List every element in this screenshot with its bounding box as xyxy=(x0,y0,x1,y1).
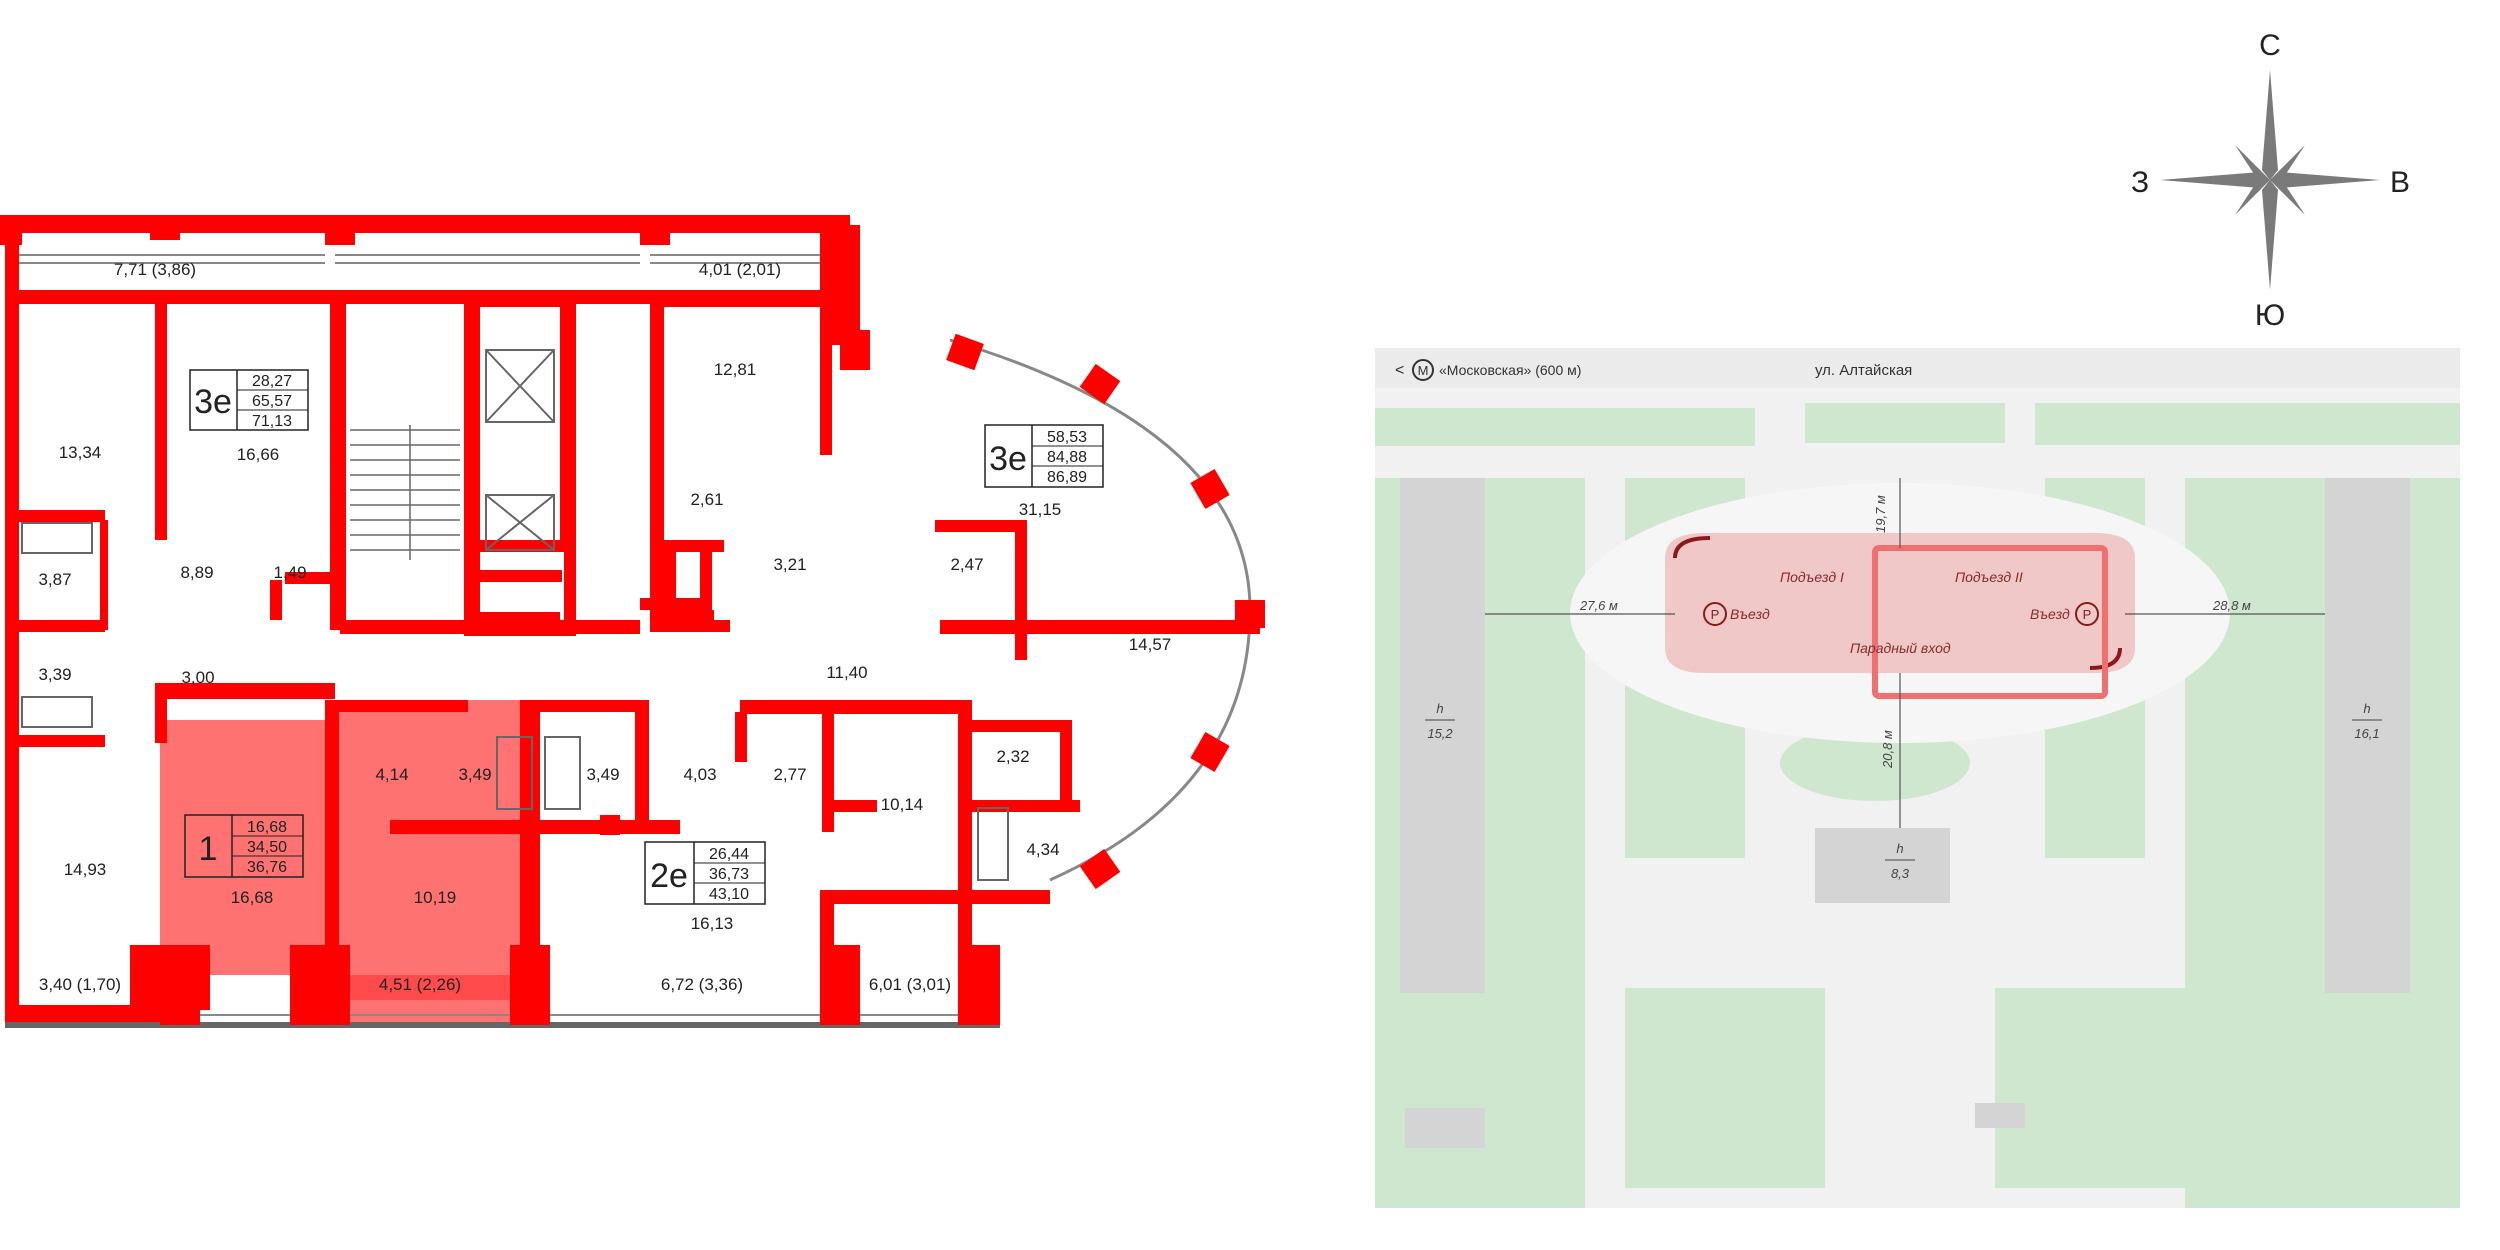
room-label: 2,61 xyxy=(690,490,723,509)
building-highlight xyxy=(1872,545,2108,699)
unit-area-total-balcony: 71,13 xyxy=(252,413,292,430)
unit-type: 1 xyxy=(199,830,218,868)
unit-type: 3е xyxy=(194,383,232,421)
unit-area-living: 16,68 xyxy=(247,819,287,836)
unit-box-3e-left[interactable]: 3е 28,27 65,57 71,13 xyxy=(189,369,309,431)
metro-distance: «Московская» (600 м) xyxy=(1439,362,1581,378)
room-label: 16,68 xyxy=(231,888,274,907)
room-label: 2,32 xyxy=(996,747,1029,766)
svg-text:M: M xyxy=(1418,363,1429,378)
distance-label: 19,7 м xyxy=(1873,495,1888,533)
svg-text:P: P xyxy=(1711,607,1720,622)
unit-box-3e-right[interactable]: 3е 58,53 84,88 86,89 xyxy=(984,424,1104,488)
neighbor-buildings xyxy=(1400,478,2410,1148)
compass-star-icon xyxy=(2160,70,2380,290)
site-plan: < M «Московская» (600 м) ул. Алтайская П… xyxy=(1375,348,2460,1208)
svg-text:P: P xyxy=(2083,607,2092,622)
room-label: 4,03 xyxy=(683,765,716,784)
room-label: 13,34 xyxy=(59,443,102,462)
room-label: 3,87 xyxy=(38,570,71,589)
room-label: 4,34 xyxy=(1026,840,1059,859)
room-label: 2,77 xyxy=(773,765,806,784)
room-label: 6,01 (3,01) xyxy=(869,975,951,994)
unit-area-total-balcony: 43,10 xyxy=(709,886,749,903)
entry-label: Въезд xyxy=(2030,606,2070,622)
room-label: 3,00 xyxy=(181,668,214,687)
unit-box-2e[interactable]: 2е 26,44 36,73 43,10 xyxy=(644,841,766,905)
distance-label: 27,6 м xyxy=(1579,598,1618,613)
room-label: 3,40 (1,70) xyxy=(39,975,121,994)
compass-west: З xyxy=(2131,166,2149,199)
room-label: 6,72 (3,36) xyxy=(661,975,743,994)
entrance-label: Подъезд I xyxy=(1780,569,1844,585)
walls xyxy=(0,215,1265,1028)
room-label: 14,57 xyxy=(1129,635,1172,654)
room-label: 12,81 xyxy=(714,360,757,379)
back-button[interactable]: < xyxy=(1395,362,1404,379)
compass-rose: С Ю З В xyxy=(2131,29,2410,330)
height-h: h xyxy=(1436,701,1443,716)
street-bar xyxy=(1375,348,2460,388)
parking-icon: P xyxy=(2075,602,2099,626)
room-label: 4,14 xyxy=(375,765,408,784)
street-name: ул. Алтайская xyxy=(1815,362,1912,379)
room-label: 4,01 (2,01) xyxy=(699,260,781,279)
room-label: 8,89 xyxy=(180,563,213,582)
room-label: 2,47 xyxy=(950,555,983,574)
unit-area-total-balcony: 36,76 xyxy=(247,859,287,876)
room-label: 16,66 xyxy=(237,445,280,464)
room-label: 10,14 xyxy=(881,795,924,814)
room-label: 11,40 xyxy=(826,663,867,682)
unit-type: 3е xyxy=(989,440,1027,478)
parking-icon: P xyxy=(1703,602,1727,626)
unit-area-living: 28,27 xyxy=(252,373,292,390)
distance-label: 20,8 м xyxy=(1880,730,1895,769)
main-entrance-label: Парадный вход xyxy=(1850,640,1951,656)
room-label: 31,15 xyxy=(1019,500,1062,519)
dimension-lines xyxy=(1485,478,2325,828)
room-label: 16,13 xyxy=(691,914,734,933)
room-label: 3,49 xyxy=(458,765,491,784)
room-label: 10,19 xyxy=(414,888,457,907)
unit-area-total-balcony: 86,89 xyxy=(1047,469,1087,486)
unit-area-total: 34,50 xyxy=(247,839,287,856)
room-label: 14,93 xyxy=(64,860,107,879)
room-label: 1,49 xyxy=(273,563,306,582)
metro-icon: M xyxy=(1412,359,1434,381)
height-h: h xyxy=(2363,701,2370,716)
compass-east: В xyxy=(2390,166,2410,199)
entry-label: Въезд xyxy=(1730,606,1770,622)
height-value: 16,1 xyxy=(2354,726,2379,741)
room-label: 3,39 xyxy=(38,665,71,684)
entrance-label: Подъезд II xyxy=(1955,569,2023,585)
room-label: 7,71 (3,86) xyxy=(114,260,196,279)
unit-area-living: 58,53 xyxy=(1047,429,1087,446)
height-value: 8,3 xyxy=(1891,866,1910,881)
unit-area-living: 26,44 xyxy=(709,846,749,863)
distance-label: 28,8 м xyxy=(2212,598,2251,613)
unit-area-total: 65,57 xyxy=(252,393,292,410)
unit-area-total: 84,88 xyxy=(1047,449,1087,466)
room-label: 3,49 xyxy=(586,765,619,784)
unit-type: 2е xyxy=(650,857,688,895)
height-value: 15,2 xyxy=(1427,726,1453,741)
compass-south: Ю xyxy=(2255,299,2285,330)
room-label: 3,21 xyxy=(773,555,806,574)
room-label: 4,51 (2,26) xyxy=(379,975,461,994)
unit-box-1-selected[interactable]: 1 16,68 34,50 36,76 xyxy=(184,814,304,878)
compass-north: С xyxy=(2259,29,2281,62)
unit-area-total: 36,73 xyxy=(709,866,749,883)
selected-apartment-highlight[interactable] xyxy=(160,700,538,1025)
height-h: h xyxy=(1896,841,1903,856)
floor-plan: 3е 28,27 65,57 71,13 3е 58,53 84,88 86,8… xyxy=(0,215,1265,1028)
